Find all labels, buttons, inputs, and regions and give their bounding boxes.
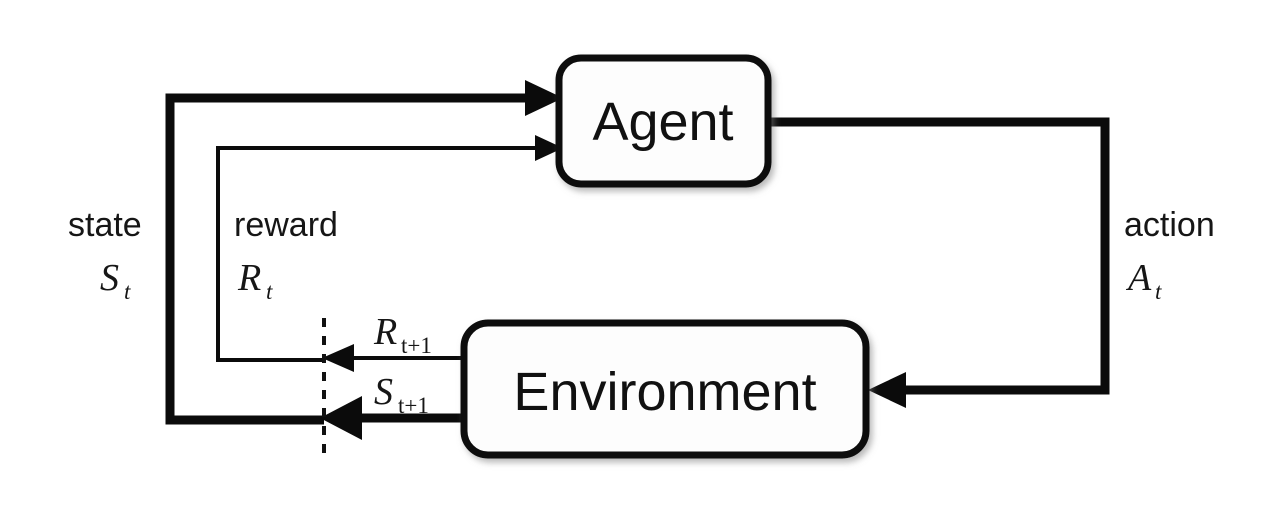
edge-state-to-agent: [165, 80, 563, 425]
reward-subscript-label: t: [266, 279, 273, 304]
label-next-reward: R t+1: [373, 311, 432, 358]
edge-reward-to-agent: [216, 135, 563, 362]
label-state: state S t: [68, 206, 142, 304]
environment-label: Environment: [513, 362, 816, 422]
reward-edge-line: [216, 146, 537, 362]
state-edge-line: [165, 93, 527, 425]
reward-word-label: reward: [234, 206, 338, 244]
action-symbol-label: A: [1125, 257, 1152, 299]
edge-next-state-to-boundary: [320, 396, 466, 440]
next-state-symbol-label: S: [374, 371, 393, 413]
state-subscript-label: t: [124, 279, 131, 304]
label-next-state: S t+1: [374, 371, 429, 418]
state-symbol-label: S: [100, 257, 119, 299]
action-word-label: action: [1124, 206, 1215, 244]
action-arrowhead: [868, 372, 906, 408]
node-agent[interactable]: Agent: [555, 54, 772, 188]
agent-box[interactable]: [555, 54, 772, 188]
next-state-subscript-label: t+1: [398, 393, 429, 418]
action-subscript-label: t: [1155, 279, 1162, 304]
next-reward-arrowhead: [322, 344, 354, 372]
environment-box[interactable]: [460, 319, 870, 459]
next-reward-symbol-label: R: [373, 311, 397, 353]
reward-symbol-label: R: [237, 257, 261, 299]
node-environment[interactable]: Environment: [460, 319, 870, 459]
reward-arrowhead: [535, 135, 563, 161]
state-word-label: state: [68, 206, 142, 244]
edge-next-reward-to-boundary: [322, 344, 466, 372]
label-action: action A t: [1124, 206, 1215, 304]
next-state-arrowhead: [320, 396, 362, 440]
action-edge-line: [766, 117, 1110, 395]
edge-action-to-environment: [766, 117, 1110, 408]
label-reward: reward R t: [234, 206, 338, 304]
state-arrowhead: [525, 80, 563, 116]
next-reward-subscript-label: t+1: [401, 333, 432, 358]
agent-label: Agent: [592, 92, 733, 152]
